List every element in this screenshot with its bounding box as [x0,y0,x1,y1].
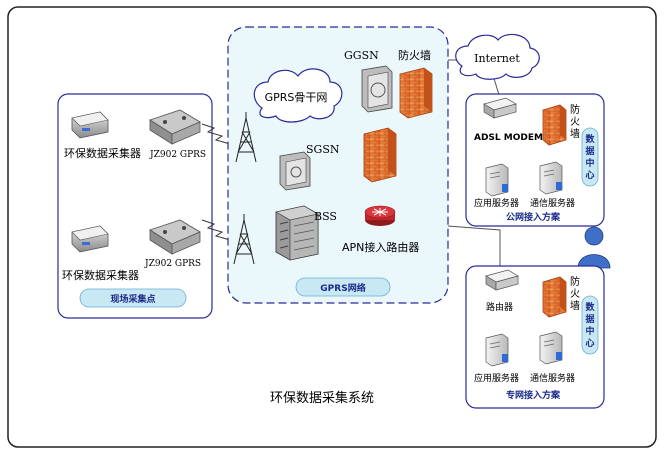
comm-server-icon [539,331,563,365]
private-datacenter-char: 心 [585,338,594,349]
bss-icon [275,205,319,261]
private-scheme-label: 专网接入方案 [506,389,561,401]
bss-label: BSS [314,210,337,223]
public-datacenter-char: 据 [585,145,594,157]
private-app-server-label: 应用服务器 [474,372,519,384]
ggsn-label: GGSN [344,49,379,62]
wireless-zigzag-icon [201,219,231,241]
gprs-network-panel [227,26,449,304]
private-firewall-char: 火 [570,288,580,300]
site-pill [79,288,187,308]
private-firewall-char: 防 [570,275,580,288]
firewall-ggsn-label: 防火墙 [398,48,431,62]
public-datacenter-char: 中 [585,157,594,169]
public-datacenter-char: 心 [585,170,594,181]
app-server-icon [485,333,509,367]
private-firewall-char: 墙 [570,299,580,312]
gprs-bottom-label: JZ902 GPRS [144,259,201,269]
collector-device-top [71,111,109,139]
private-router-label: 路由器 [486,301,513,313]
diagram-title: 环保数据采集系统 [270,390,374,406]
cell-tower-icon [233,214,255,265]
private-datacenter-pill [581,295,599,355]
public-firewall-char: 火 [570,116,580,128]
firewall-icon [399,67,433,119]
gprs-module-top [149,109,201,145]
user-icon [577,226,611,269]
collector-top-label: 环保数据采集器 [64,146,141,160]
gprs-pill [295,277,391,297]
public-firewall-char: 墙 [570,127,580,140]
private-datacenter-char: 中 [585,325,594,337]
app-server-icon [485,163,509,197]
public-datacenter-pill [581,127,599,187]
comm-server-icon [539,161,563,195]
private-comm-server-label: 通信服务器 [530,372,575,384]
site-panel [57,93,213,319]
public-comm-server-label: 通信服务器 [530,197,575,209]
apn-router-label: APN接入路由器 [342,240,419,254]
public-datacenter-char: 数 [585,133,595,145]
cell-tower-icon [235,112,257,163]
router-icon [485,269,519,291]
ggsn-icon [361,65,393,113]
sgsn-icon [279,151,311,191]
gprs-cloud-icon [253,68,343,123]
public-scheme-label: 公网接入方案 [506,211,561,223]
collector-device-bottom [71,225,109,253]
wireless-zigzag-icon [201,123,231,145]
firewall-icon [542,104,567,146]
adsl-modem-icon [483,97,517,119]
private-datacenter-char: 据 [585,313,594,325]
internet-label: Internet [474,52,520,65]
collector-bottom-label: 环保数据采集器 [62,268,139,282]
public-app-server-label: 应用服务器 [474,197,519,209]
private-datacenter-char: 数 [585,301,595,313]
sgsn-label: SGSN [306,143,340,156]
site-pill-label: 现场采集点 [110,293,155,305]
firewall-icon [363,127,397,183]
private-net-panel [465,265,605,409]
internet-cloud-icon [455,33,540,80]
adsl-modem-label: ADSL MODEM [474,133,543,143]
gprs-cloud-label: GPRS骨干网 [265,91,328,104]
gprs-pill-label: GPRS网络 [320,282,365,294]
apn-router-icon [364,205,396,226]
gprs-module-bottom [149,219,201,255]
gprs-top-label: JZ902 GPRS [149,150,206,160]
public-firewall-char: 防 [570,103,580,116]
firewall-icon [542,276,567,318]
